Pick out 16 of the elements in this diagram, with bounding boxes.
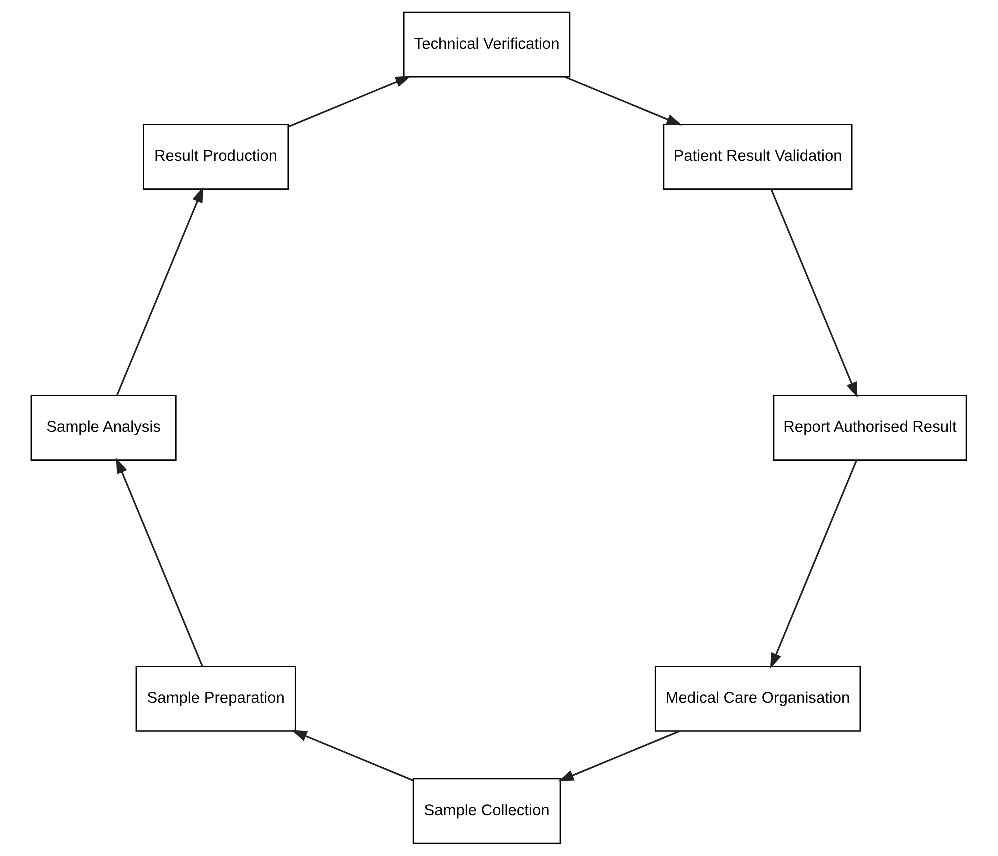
node-box: Sample Analysis: [30, 395, 177, 461]
arrow: [564, 76, 682, 126]
node-box: Report Authorised Result: [773, 395, 968, 461]
node-box: Patient Result Validation: [663, 124, 853, 190]
arrow: [292, 730, 414, 782]
node-box: Medical Care Organisation: [654, 666, 862, 732]
arrow: [116, 187, 204, 396]
node-box: Result Production: [143, 124, 290, 190]
arrow: [770, 460, 858, 669]
node-box: Sample Preparation: [136, 666, 296, 732]
arrow: [770, 189, 858, 398]
node-box: Sample Collection: [412, 778, 562, 844]
arrow: [288, 76, 412, 128]
arrow: [558, 730, 680, 782]
arrow: [116, 458, 204, 667]
node-box: Technical Verification: [403, 12, 571, 78]
